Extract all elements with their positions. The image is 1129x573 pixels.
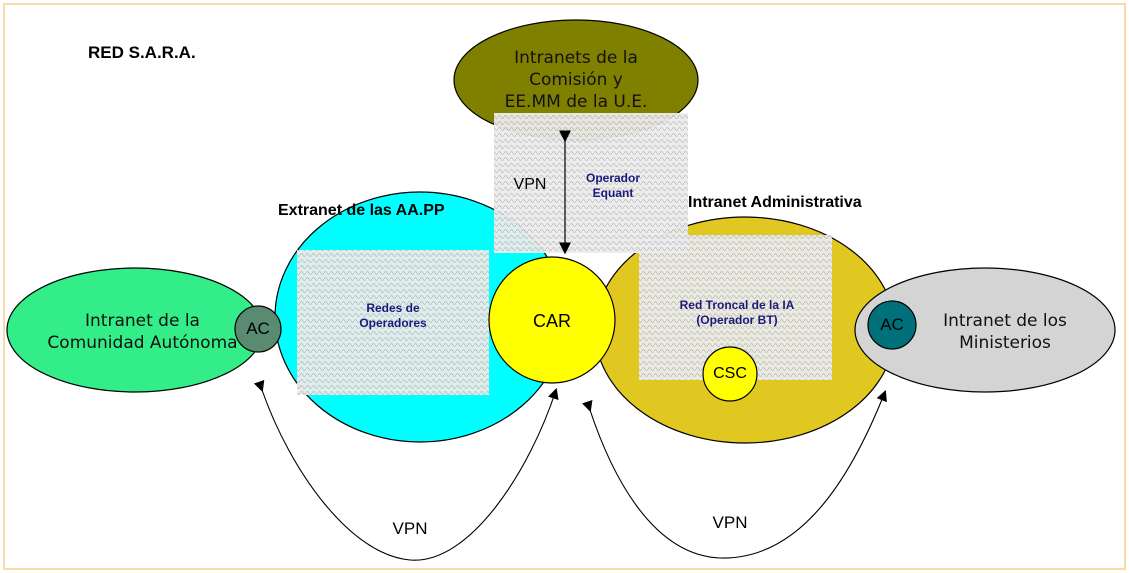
intranet-administrativa-label: Intranet Administrativa: [688, 194, 862, 211]
intranet-ministerios-ellipse: [854, 267, 1116, 393]
ac-right-label: AC: [880, 315, 904, 334]
extranet-label: Extranet de las AA.PP: [278, 202, 445, 219]
intranet-ministerios-label: Intranet de los Ministerios: [943, 311, 1067, 353]
eu-intranets-label: Intranets de la Comisión y EE.MM de la U…: [504, 48, 648, 112]
ac-left-circle: [234, 305, 282, 353]
vpn-right-curve-arrow: [581, 389, 887, 559]
redes-operadores-cloud: [297, 250, 489, 395]
operador-equant-cloud: [494, 113, 688, 253]
diagram-title: RED S.A.R.A.: [88, 43, 196, 62]
operador-equant-label: Operador Equant: [585, 171, 640, 200]
ac-right-circle: [867, 300, 917, 350]
intranet-ca-label: Intranet de la Comunidad Autónoma: [47, 311, 238, 353]
vpn-bottom-right-label: VPN: [712, 513, 748, 532]
vpn-bottom-left-label: VPN: [392, 519, 428, 538]
ac-left-label: AC: [246, 319, 270, 338]
vpn-top-label: VPN: [513, 176, 547, 193]
csc-label: CSC: [713, 365, 747, 382]
red-troncal-label: Red Troncal de la IA (Operador BT): [679, 298, 795, 327]
vpn-left-curve-arrow: [253, 379, 559, 561]
redes-operadores-label: Redes de Operadores: [359, 301, 427, 330]
car-label: CAR: [532, 310, 571, 331]
